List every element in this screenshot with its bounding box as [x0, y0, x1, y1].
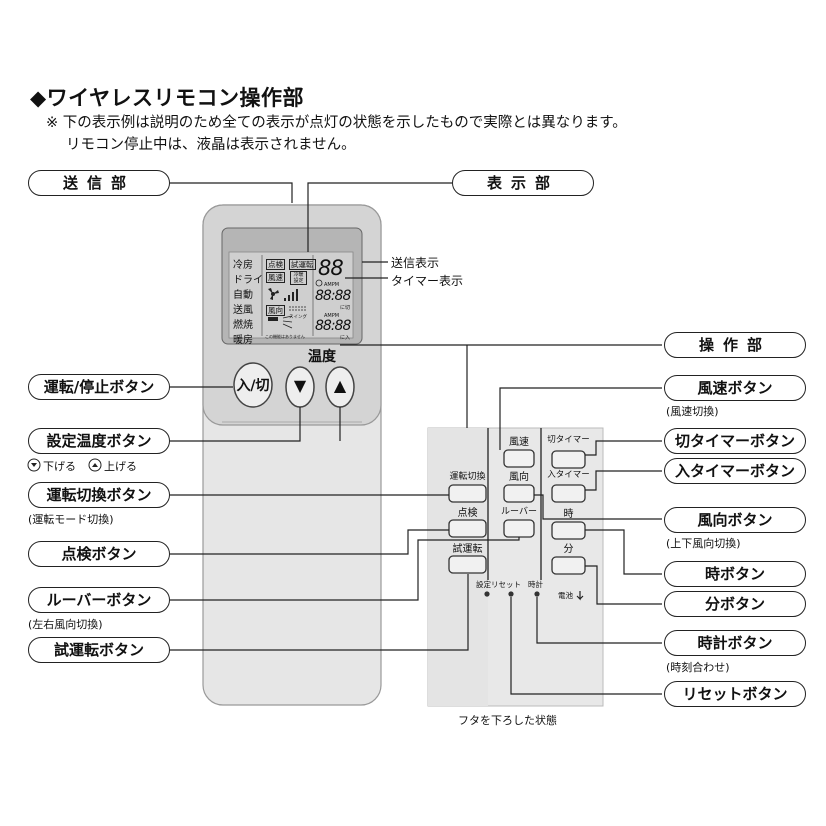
callout-power-button: 運転/停止ボタン: [28, 374, 170, 400]
down-mark-icon: [27, 458, 41, 472]
callout-fan-speed-sub: (風速切換): [666, 405, 719, 418]
minute-button-label[interactable]: 分: [563, 544, 574, 555]
temp-down-icon[interactable]: ▼: [293, 376, 307, 395]
louver-button-label[interactable]: ルーバー: [501, 507, 537, 517]
display-label: 表示部: [452, 170, 594, 196]
callout-louver-sub: (左右風向切換): [28, 618, 103, 631]
reset-dot-2: [508, 591, 514, 597]
lid-state-caption: フタを下ろした状態: [458, 714, 557, 727]
hour-button-label[interactable]: 時: [563, 509, 574, 520]
callout-mode-switch-sub: (運転モード切換): [28, 513, 114, 526]
fan-speed-button-label[interactable]: 風速: [509, 437, 529, 448]
off-timer-button-label[interactable]: 切タイマー: [547, 435, 590, 445]
lcd-tag-fan: 風速: [266, 272, 285, 283]
note-line-2: リモコン停止中は、液晶は表示されません。: [66, 137, 356, 153]
lcd-tag-inspection: 点検: [266, 259, 285, 270]
direction-button-label[interactable]: 風向: [509, 472, 529, 483]
lcd-mode-item: ドライ: [233, 275, 263, 286]
callout-temp-button: 設定温度ボタン: [28, 428, 170, 454]
temp-down-sub: 下げる: [43, 460, 76, 473]
on-timer-button-label[interactable]: 入タイマー: [547, 470, 590, 480]
fan-speed-bars-icon: [284, 289, 298, 301]
clock-button-label[interactable]: 時計: [528, 580, 543, 589]
operation-label: 操作部: [664, 332, 806, 358]
mode-switch-button-shape: [448, 484, 487, 503]
clock-dot: [534, 591, 540, 597]
lcd-clock-2: 88:88: [315, 318, 351, 334]
lcd-tag-direction: 風向: [266, 305, 285, 316]
callout-direction-sub: (上下風向切換): [666, 537, 741, 550]
callout-off-timer-button: 切タイマーボタン: [664, 428, 806, 454]
temp-up-icon[interactable]: ▲: [333, 376, 347, 395]
timer-clock-icon: [315, 279, 323, 287]
lcd-mode-item: 燃焼: [233, 320, 253, 331]
callout-test-run-button: 試運転ボタン: [28, 637, 170, 663]
lcd-mode-item: 冷房: [233, 260, 253, 271]
inspection-button-label[interactable]: 点検: [457, 508, 478, 519]
leader-lines: [170, 182, 662, 695]
lcd-notice: この機能はありません: [265, 334, 305, 339]
up-mark-icon: [88, 458, 102, 472]
callout-on-timer-button: 入タイマーボタン: [664, 458, 806, 484]
lcd-clock-1: 88:88: [315, 288, 351, 304]
lcd-mode-list: 冷房 ドライ 自動 送風 燃焼 暖房: [233, 258, 263, 348]
callout-direction-button: 風向ボタン: [664, 507, 806, 533]
callout-louver-button: ルーバーボタン: [28, 587, 170, 613]
on-timer-button-shape: [551, 484, 586, 503]
direction-icon: [268, 315, 293, 329]
lcd-mode-item: 送風: [233, 305, 253, 316]
lcd-off-label: に切: [340, 305, 351, 311]
power-button: [233, 362, 273, 408]
battery-label: 電池: [558, 591, 573, 600]
test-run-button-label[interactable]: 試運転: [452, 544, 483, 555]
lcd-swing-label: スイング: [289, 315, 307, 320]
timer-indicator-label: タイマー表示: [391, 274, 464, 288]
callout-clock-button: 時計ボタン: [664, 630, 806, 656]
temp-label: 温度: [308, 349, 336, 365]
callout-hour-button: 時ボタン: [664, 561, 806, 587]
test-run-button-shape: [448, 555, 487, 574]
temp-up-sub: 上げる: [104, 460, 137, 473]
hour-button-shape: [551, 521, 586, 540]
lcd-ampm-2: AMPM: [324, 313, 340, 319]
lcd-tag-test-run: 試運転: [289, 259, 316, 270]
mode-switch-button-label[interactable]: 運転切換: [449, 472, 486, 482]
page-title: ◆ワイヤレスリモコン操作部: [30, 86, 305, 110]
louver-button-shape: [503, 519, 535, 538]
power-button-label[interactable]: 入/切: [236, 378, 270, 394]
inspection-button-shape: [448, 519, 487, 538]
note-line-1: ※ 下の表示例は説明のため全ての表示が点灯の状態を示したもので実際とは異なります…: [46, 115, 627, 131]
settings-reset-label: 設定リセット: [476, 580, 521, 589]
lcd-tag-cool-heat: 冷暖設定: [290, 271, 307, 285]
reset-dot-1: [484, 591, 490, 597]
callout-clock-sub: (時刻合わせ): [666, 661, 730, 674]
lcd-temp-digits: 88: [318, 256, 344, 280]
fan-speed-button-shape: [503, 449, 535, 468]
wave-icon: [289, 306, 307, 311]
send-indicator-label: 送信表示: [391, 256, 440, 270]
fan-icon: [268, 288, 279, 300]
battery-arrow-icon: [576, 591, 584, 601]
callout-reset-button: リセットボタン: [664, 681, 806, 707]
lcd-screen: [228, 251, 354, 339]
lcd-mode-item: 暖房: [233, 335, 253, 346]
off-timer-button-shape: [551, 450, 586, 469]
callout-mode-switch-button: 運転切換ボタン: [28, 482, 170, 508]
callout-minute-button: 分ボタン: [664, 591, 806, 617]
direction-button-shape: [503, 484, 535, 503]
callout-fan-speed-button: 風速ボタン: [664, 375, 806, 401]
transmitter-label: 送信部: [28, 170, 170, 196]
lcd-mode-item: 自動: [233, 290, 253, 301]
lcd-on-label: に入: [340, 335, 351, 341]
lcd-ampm-1: AMPM: [324, 282, 340, 288]
minute-button-shape: [551, 556, 586, 575]
callout-inspection-button: 点検ボタン: [28, 541, 170, 567]
